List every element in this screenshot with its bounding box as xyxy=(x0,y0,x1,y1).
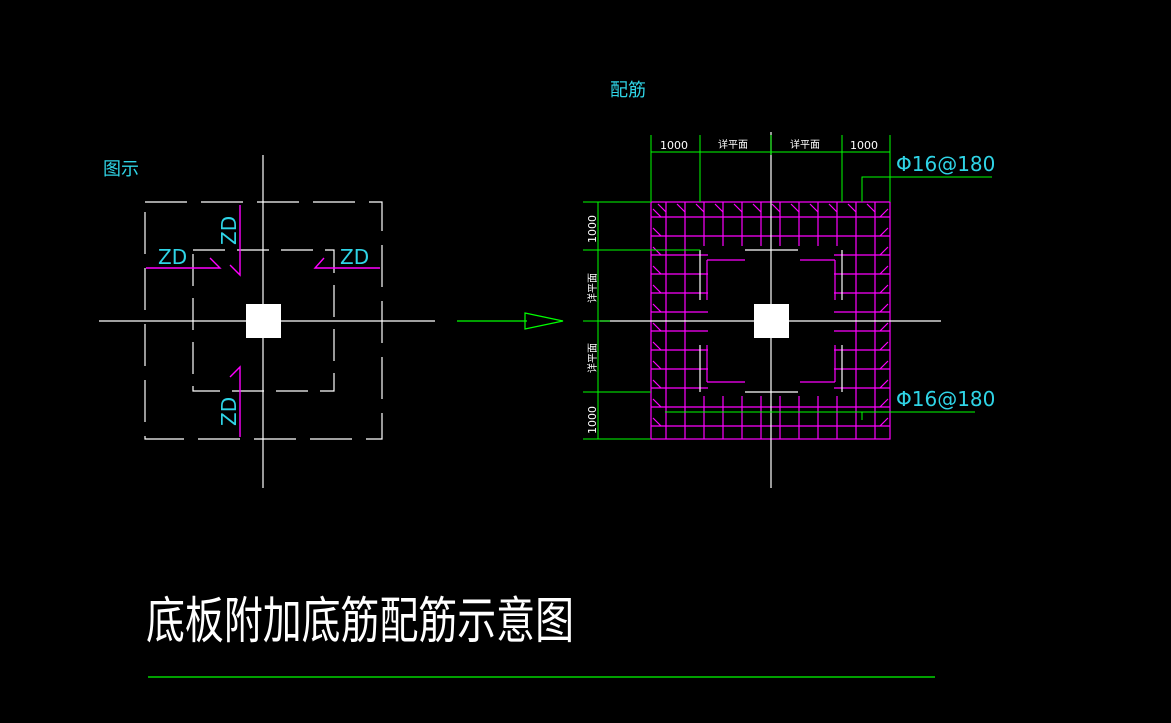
rebar-spec-top: Φ16@180 xyxy=(896,152,995,176)
zd-rebar-left xyxy=(146,257,222,269)
left-inner-boundary xyxy=(192,249,335,392)
transition-arrow xyxy=(457,312,564,330)
dim-left-1000-top: 1000 xyxy=(586,215,599,243)
dim-left-1000-bottom: 1000 xyxy=(586,406,599,434)
zd-label-bottom: ZD xyxy=(217,397,241,426)
left-caption: 图示 xyxy=(103,159,139,180)
dim-left-detail-bottom: 详平面 xyxy=(586,343,599,373)
zd-label-right: ZD xyxy=(340,245,369,269)
zd-rebar-top xyxy=(229,205,241,277)
right-column xyxy=(754,304,789,338)
zd-label-top: ZD xyxy=(217,216,241,245)
dim-top-1000-right: 1000 xyxy=(850,139,878,152)
zd-label-left: ZD xyxy=(158,245,187,269)
dimensions xyxy=(583,135,992,440)
right-caption: 配筋 xyxy=(610,80,646,101)
zd-rebar-bottom xyxy=(229,365,241,437)
main-title: 底板附加底筋配筋示意图 xyxy=(146,592,574,650)
rebar-spec-bottom: Φ16@180 xyxy=(896,387,995,411)
dim-top-detail-left: 详平面 xyxy=(718,138,748,151)
dim-top-detail-right: 详平面 xyxy=(790,138,820,151)
dim-left-detail-top: 详平面 xyxy=(586,273,599,303)
dim-top-1000-left: 1000 xyxy=(660,139,688,152)
right-diagram: 配筋 xyxy=(583,80,995,488)
zd-rebar-right xyxy=(313,257,380,269)
left-column xyxy=(246,304,281,338)
left-diagram: 图示 ZD ZD ZD ZD xyxy=(99,155,435,488)
left-outer-boundary xyxy=(144,201,383,440)
